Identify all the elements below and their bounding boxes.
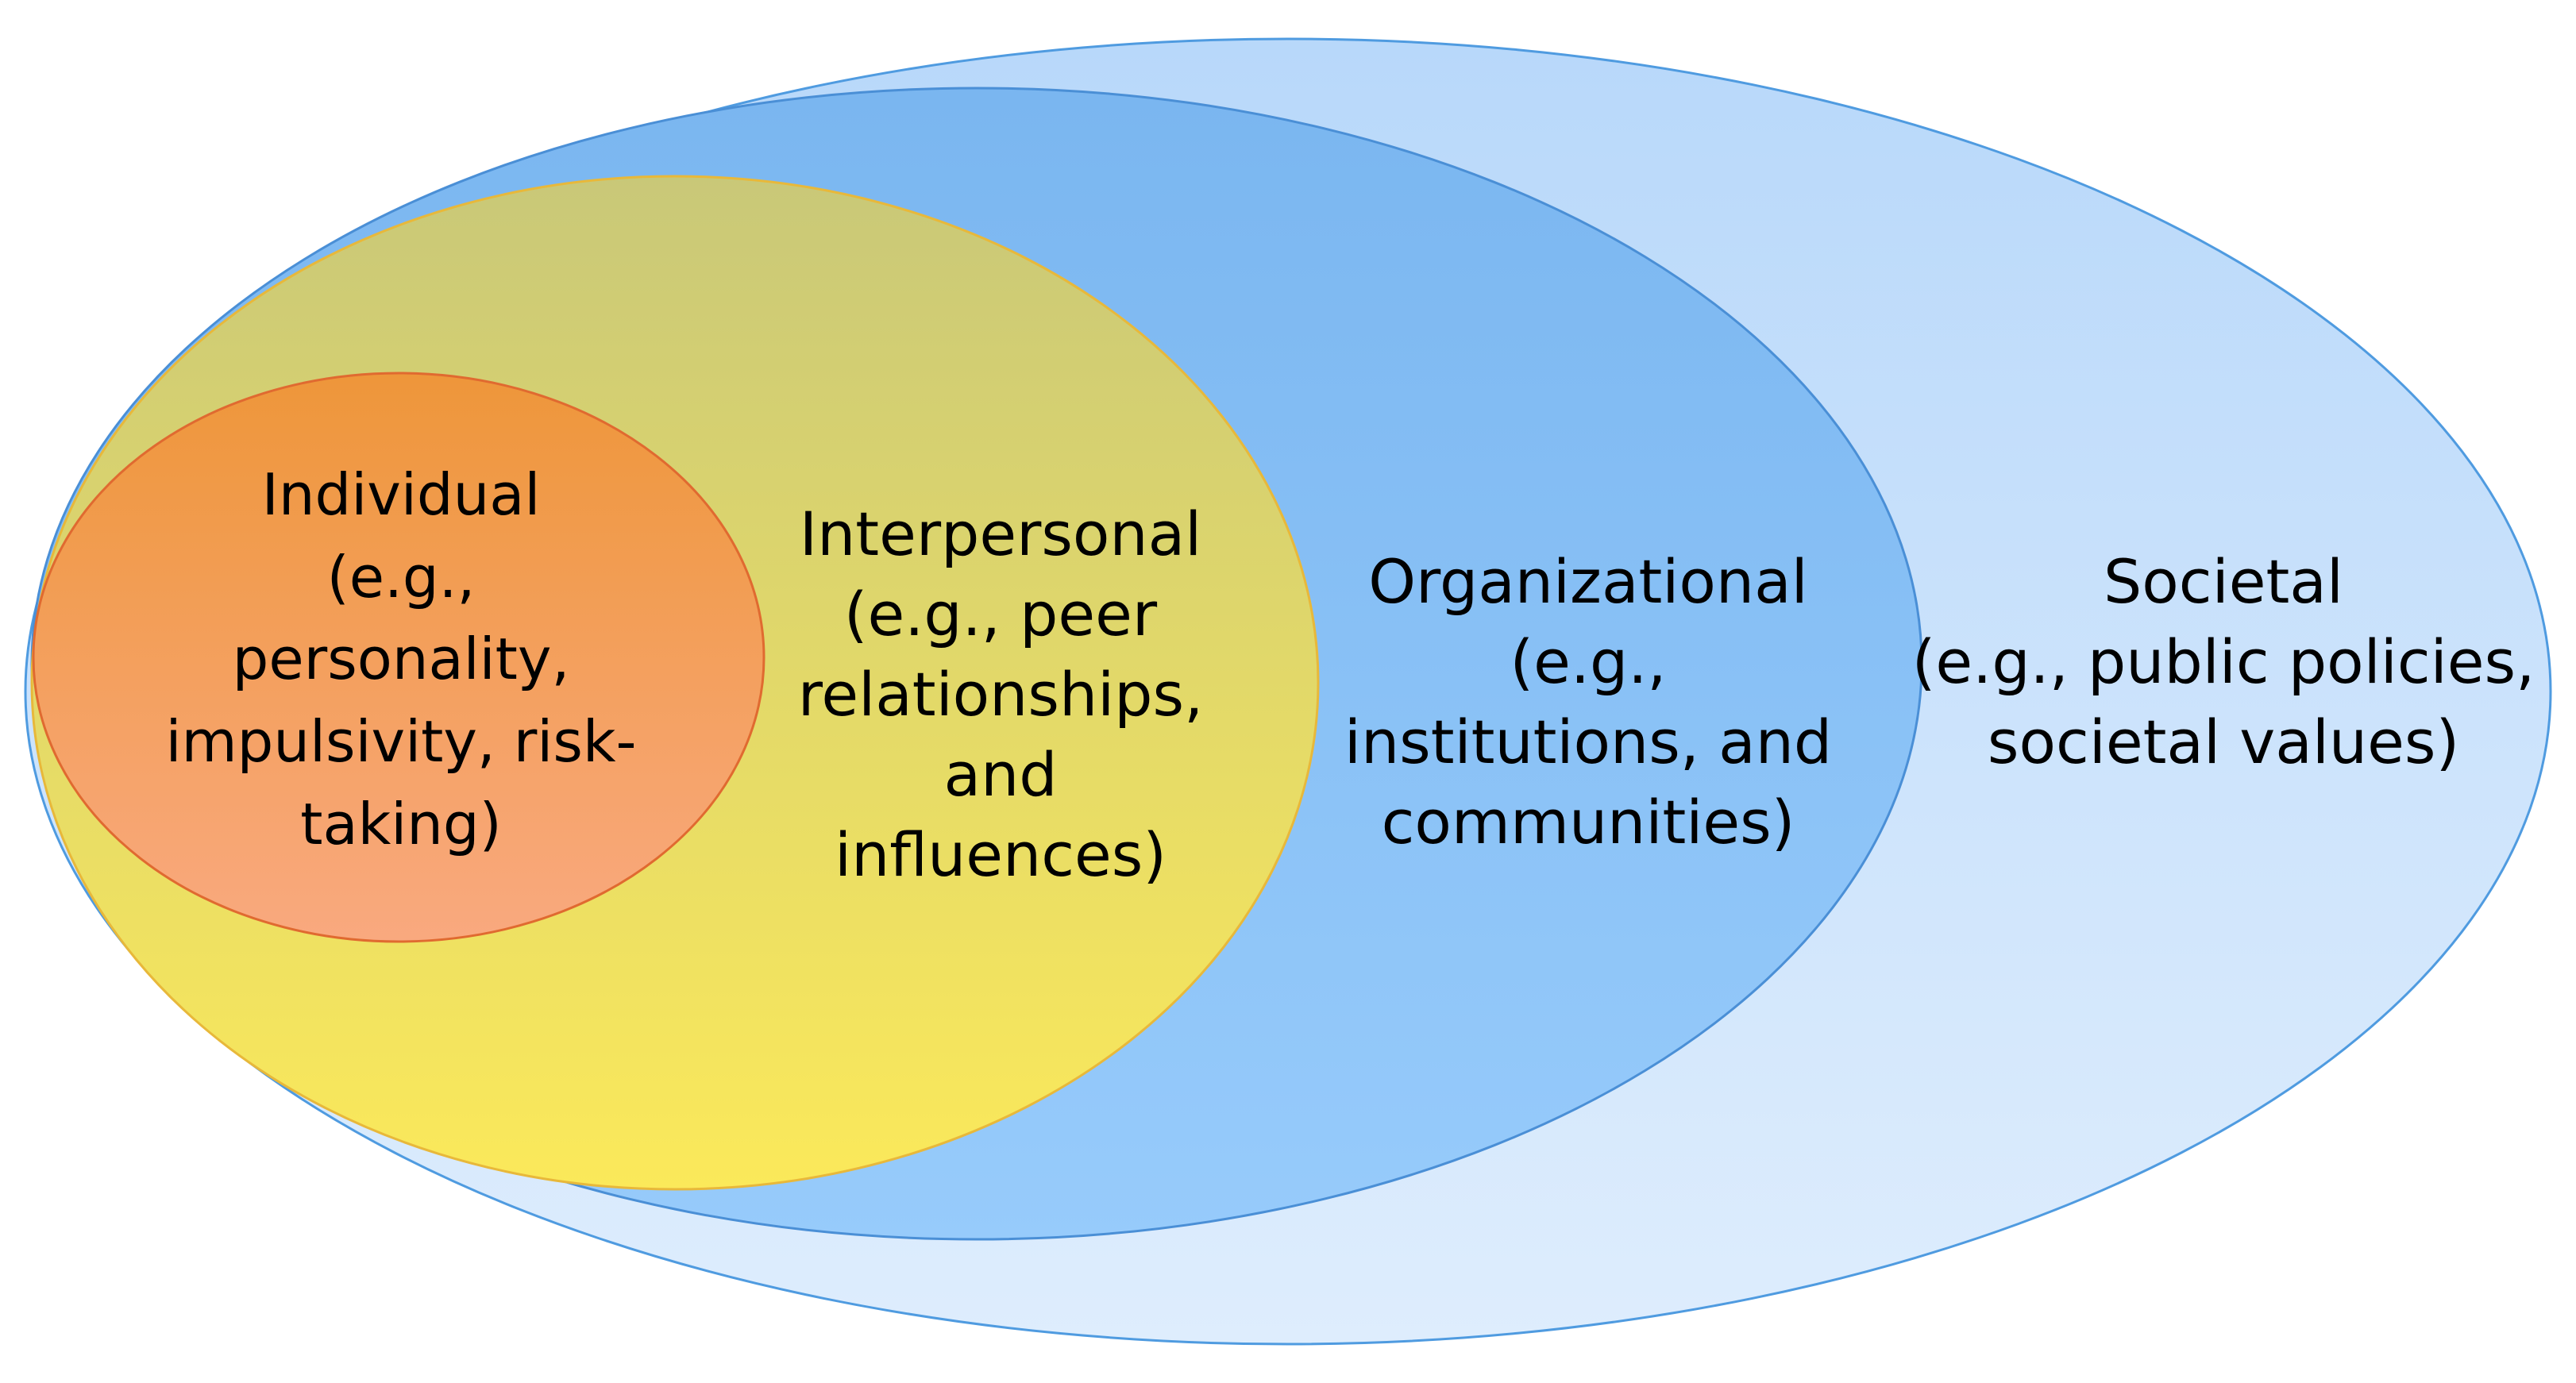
interpersonal-example-line-2: relationships,: [797, 659, 1204, 730]
individual-example-line-1: (e.g.,: [326, 543, 476, 611]
interpersonal-title: Interpersonal: [799, 499, 1202, 569]
individual-title: Individual: [261, 461, 541, 528]
interpersonal-label: Interpersonal (e.g., peer relationships,…: [699, 494, 1302, 895]
societal-label: Societal (e.g., public policies, societa…: [1890, 541, 2557, 782]
individual-label: Individual (e.g., personality, impulsivi…: [127, 454, 675, 865]
organizational-label: Organizational (e.g., institutions, and …: [1302, 541, 1874, 862]
interpersonal-example-line-4: influences): [834, 819, 1167, 891]
interpersonal-example-line-1: (e.g., peer: [843, 579, 1158, 650]
individual-example-line-4: taking): [300, 790, 502, 857]
organizational-example-line-2: institutions, and: [1344, 707, 1833, 778]
organizational-example-line-1: (e.g.,: [1510, 626, 1667, 698]
societal-example-line-1: (e.g., public policies,: [1911, 626, 2536, 698]
individual-example-line-3: impulsivity, risk-: [165, 708, 637, 776]
interpersonal-example-line-3: and: [943, 739, 1058, 811]
societal-title: Societal: [2104, 546, 2343, 617]
individual-ellipse: [32, 372, 765, 943]
organizational-title: Organizational: [1368, 546, 1808, 617]
societal-example-line-2: societal values): [1987, 707, 2460, 778]
organizational-example-line-3: communities): [1381, 787, 1795, 858]
individual-example-line-2: personality,: [232, 626, 570, 693]
